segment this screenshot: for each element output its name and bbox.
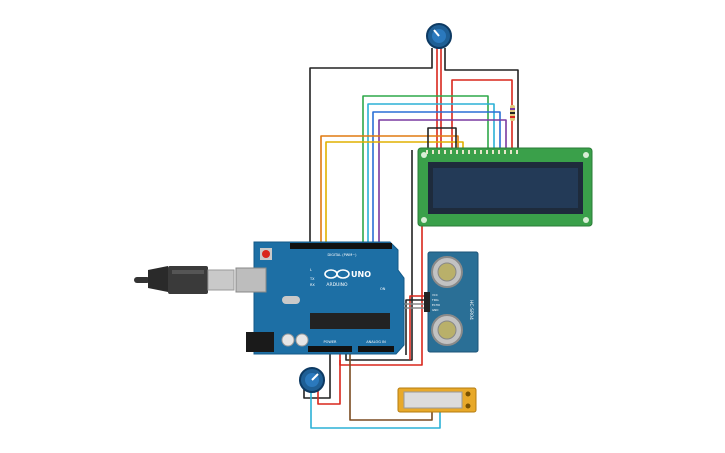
lcd-pin-row — [426, 150, 518, 154]
wire-pot-top-black[interactable] — [309, 48, 433, 245]
arduino-usb-jack — [235, 267, 267, 293]
wire-cyan[interactable] — [367, 103, 495, 245]
arduino-crystal — [282, 296, 300, 304]
ultrasonic-model: HC-SR04 — [468, 300, 474, 320]
lcd-mount-hole — [583, 152, 589, 158]
wires — [303, 48, 519, 429]
arduino-led-label-rx: RX — [310, 283, 315, 287]
wire-pot-top-black-2[interactable] — [444, 48, 519, 150]
lcd-mount-hole — [421, 217, 427, 223]
wire-green[interactable] — [362, 95, 489, 245]
wire-sensor-red[interactable] — [409, 295, 428, 360]
usb-cable-boot — [148, 266, 168, 292]
wire-black-gnd[interactable] — [345, 150, 413, 361]
arduino-led-label-l: L — [310, 268, 312, 272]
usb-connector-metal — [207, 269, 235, 291]
resistor-band-1 — [510, 108, 515, 110]
wire-yellow[interactable] — [325, 141, 464, 245]
arduino-uno[interactable]: ARDUINO UNO DIGITAL (PWM~) POWER ANALOG … — [235, 241, 405, 355]
ultrasonic-pin-gnd: GND — [432, 308, 438, 312]
arduino-model: UNO — [351, 270, 371, 279]
arduino-mcu-chip — [310, 313, 390, 329]
wire-pot-bottom-cyan[interactable] — [310, 385, 441, 429]
arduino-capacitor — [281, 333, 295, 347]
ultrasonic-transducer-top-mesh — [437, 262, 457, 282]
piezo-buzzer[interactable] — [397, 387, 477, 413]
wire-orange[interactable] — [320, 135, 459, 245]
usb-cable-strain — [134, 277, 150, 283]
arduino-digital-label: DIGITAL (PWM~) — [327, 253, 357, 257]
wire-resistor-red[interactable] — [451, 79, 513, 150]
ultrasonic-transducer-bottom-mesh — [437, 320, 457, 340]
usb-cable-plug-highlight — [172, 270, 204, 274]
usb-cable[interactable] — [134, 266, 235, 294]
wire-piezo-brown[interactable] — [349, 350, 433, 421]
ultrasonic-sensor[interactable]: HC-SR04 VCC TRIG ECHO GND — [424, 251, 479, 353]
wire-blue[interactable] — [372, 111, 501, 245]
wire-lcd-black-2[interactable] — [427, 127, 457, 150]
wire-pot-bottom-black[interactable] — [303, 350, 331, 399]
arduino-power-header — [308, 346, 352, 352]
piezo-face — [403, 391, 463, 409]
potentiometer-bottom-indicator — [311, 373, 319, 381]
lcd-display[interactable] — [417, 147, 593, 227]
lcd-mount-hole — [583, 217, 589, 223]
wire-red-power[interactable] — [339, 150, 423, 366]
arduino-analog-header — [358, 346, 394, 352]
wire-purple[interactable] — [378, 119, 507, 245]
ultrasonic-pin-header — [424, 292, 430, 312]
wire-sensor-black[interactable] — [405, 299, 428, 355]
piezo-terminal — [465, 403, 471, 409]
arduino-led-label-tx: TX — [309, 277, 315, 281]
lcd-mount-hole — [421, 152, 427, 158]
resistor-band-3 — [510, 116, 515, 118]
potentiometer-top-indicator — [433, 29, 440, 37]
lcd-screen — [433, 168, 578, 208]
arduino-board — [253, 241, 405, 355]
ultrasonic-pin-echo: ECHO — [432, 303, 441, 307]
ultrasonic-pin-trig: TRIG — [431, 298, 439, 302]
ultrasonic-pin-vcc: VCC — [432, 293, 438, 297]
potentiometer-bottom[interactable] — [299, 367, 325, 393]
arduino-power-jack — [246, 332, 274, 352]
arduino-reset-cap — [262, 250, 270, 258]
arduino-power-label: POWER — [324, 340, 338, 344]
resistor-band-2 — [510, 112, 515, 114]
arduino-on-label: ON — [380, 287, 386, 291]
potentiometer-top[interactable] — [426, 23, 452, 49]
arduino-digital-header — [290, 243, 392, 249]
arduino-analog-label: ANALOG IN — [366, 340, 386, 344]
arduino-brand: ARDUINO — [326, 282, 348, 288]
arduino-logo-icon — [324, 269, 350, 279]
arduino-capacitor — [295, 333, 309, 347]
resistor[interactable] — [510, 105, 515, 121]
piezo-terminal — [465, 391, 471, 397]
wire-pot-bottom-red[interactable] — [317, 360, 341, 405]
